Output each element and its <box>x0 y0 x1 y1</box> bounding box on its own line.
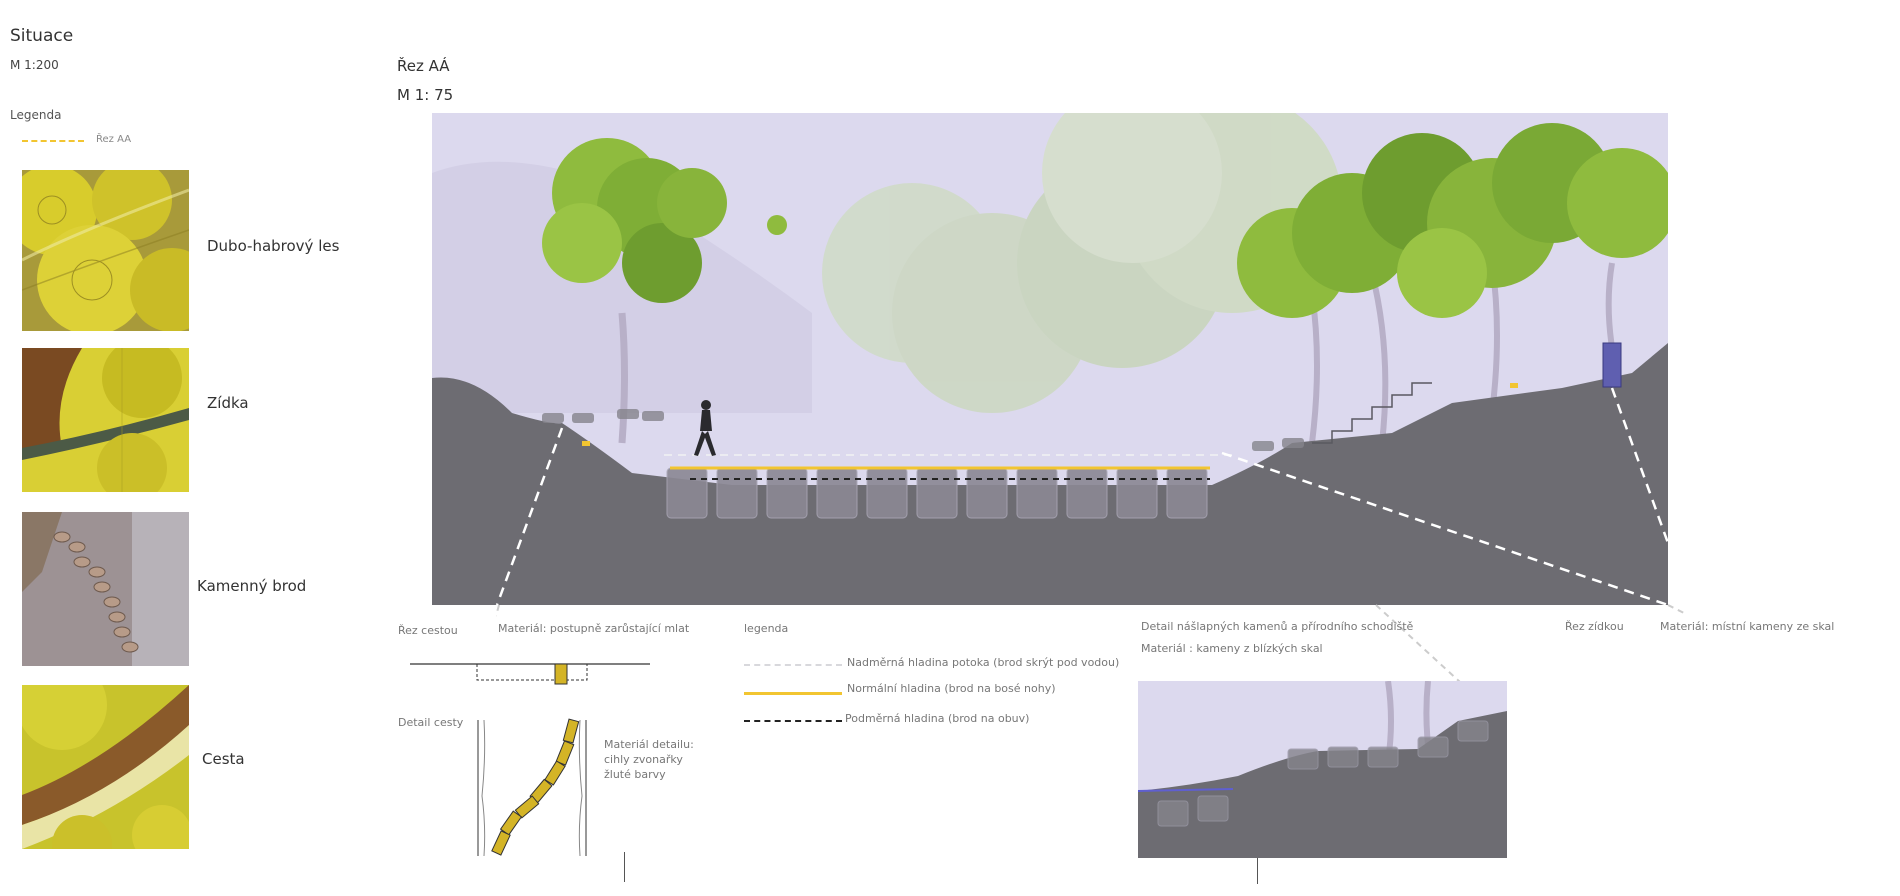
swatch-wall <box>22 348 189 492</box>
swatch-forest-label: Dubo-habrový les <box>207 237 340 255</box>
material-mistni-label: Materiál: místní kameny ze skal <box>1660 620 1835 633</box>
divider-left <box>624 852 625 882</box>
path-section-drawing <box>410 663 650 685</box>
section-scale: M 1: 75 <box>397 86 454 104</box>
rez-zidkou-label: Řez zídkou <box>1565 620 1624 633</box>
swatch-ford <box>22 512 189 666</box>
material-detailu-line: žluté barvy <box>604 768 666 781</box>
leader-lines <box>496 604 1687 683</box>
detail-cesty-label: Detail cesty <box>398 716 464 729</box>
swatch-path-label: Cesta <box>202 750 245 768</box>
swatch-forest <box>22 170 189 331</box>
section-aa-illustration <box>432 83 1677 607</box>
swatch-ford-label: Kamenný brod <box>197 577 307 595</box>
stones-detail-illustration <box>1137 680 1507 858</box>
detail-kamenu-label: Detail nášlapných kamenů a přírodního sc… <box>1141 620 1414 633</box>
legend-line-low <box>744 720 842 722</box>
legend-low-label: Podměrná hladina (brod na obuv) <box>845 712 1030 725</box>
section-title: Řez AÁ <box>397 57 450 75</box>
material-detailu-line: Materiál detailu: <box>604 738 694 751</box>
situace-title: Situace <box>10 26 74 46</box>
path-detail-drawing <box>477 718 587 856</box>
legend-line-high <box>744 664 842 666</box>
material-detailu-line: cihly zvonařky <box>604 753 683 766</box>
legend-high-label: Nadměrná hladina potoka (brod skrýt pod … <box>847 656 1120 669</box>
legend-item-rez-aa: Řez AA <box>96 134 132 145</box>
material-detailu: Materiál detailu: cihly zvonařky žluté b… <box>604 737 694 782</box>
rez-aa-line <box>22 140 84 142</box>
water-legend-title: legenda <box>744 622 789 635</box>
legend-line-normal <box>744 692 842 695</box>
legend-normal-label: Normální hladina (brod na bosé nohy) <box>847 682 1056 695</box>
swatch-wall-label: Zídka <box>207 394 249 412</box>
situace-legend-title: Legenda <box>10 108 62 122</box>
swatch-path <box>22 685 189 849</box>
rez-cestou-label: Řez cestou <box>398 624 458 637</box>
divider-right <box>1257 858 1258 884</box>
material-kameny-label: Materiál : kameny z blízkých skal <box>1141 642 1323 655</box>
material-mlat-label: Materiál: postupně zarůstající mlat <box>498 622 690 635</box>
situace-scale: M 1:200 <box>10 58 59 72</box>
